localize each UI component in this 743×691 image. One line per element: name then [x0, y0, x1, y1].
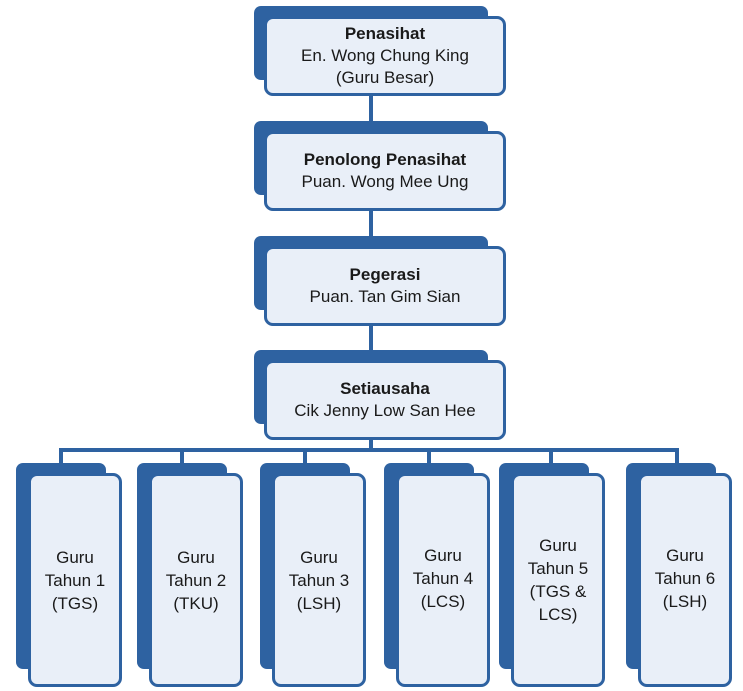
- leaf-text: Guru: [300, 547, 338, 567]
- leaf-text: Tahun 1: [44, 570, 106, 590]
- node-box: Pegerasi Puan. Tan Gim Sian: [264, 246, 506, 326]
- leaf-text: Guru: [177, 547, 215, 567]
- leaf-text: Guru: [666, 546, 704, 565]
- node-title: Penolong Penasihat: [303, 150, 467, 169]
- node-box: Penasihat En. Wong Chung King (Guru Besa…: [264, 16, 506, 96]
- leaf-text: Guru: [56, 547, 94, 567]
- node-box: Penolong Penasihat Puan. Wong Mee Ung: [264, 131, 506, 211]
- leaf-text: (LCS): [420, 592, 466, 611]
- leaf-text: Guru: [424, 546, 462, 565]
- node-subtitle: En. Wong Chung King: [301, 46, 469, 65]
- leaf-text: Tahun 5: [527, 559, 589, 578]
- leaf-text: (TKU): [173, 593, 219, 613]
- leaf-text: LCS): [538, 605, 578, 624]
- node-box: Setiausaha Cik Jenny Low San Hee: [264, 360, 506, 440]
- node-subtitle: Cik Jenny Low San Hee: [294, 401, 476, 420]
- node-subtitle: Puan. Tan Gim Sian: [309, 287, 461, 306]
- leaf-text: Tahun 4: [412, 569, 474, 588]
- leaf-text: (TGS &: [529, 582, 587, 601]
- node-title: Setiausaha: [340, 379, 430, 398]
- leaf-text: (LSH): [296, 593, 342, 613]
- leaf-box: Guru Tahun 2 (TKU): [149, 473, 243, 687]
- leaf-text: (LSH): [662, 592, 708, 611]
- leaf-text: Tahun 3: [288, 570, 350, 590]
- leaf-box: Guru Tahun 3 (LSH): [272, 473, 366, 687]
- leaf-box: Guru Tahun 5 (TGS & LCS): [511, 473, 605, 687]
- leaf-text: (TGS): [51, 593, 99, 613]
- leaf-box: Guru Tahun 4 (LCS): [396, 473, 490, 687]
- node-subtitle: (Guru Besar): [335, 68, 435, 87]
- leaf-box: Guru Tahun 1 (TGS): [28, 473, 122, 687]
- node-subtitle: Puan. Wong Mee Ung: [301, 172, 469, 191]
- leaf-text: Tahun 2: [165, 570, 227, 590]
- leaf-text: Tahun 6: [654, 569, 716, 588]
- leaf-text: Guru: [539, 536, 577, 555]
- node-title: Pegerasi: [349, 265, 421, 284]
- node-title: Penasihat: [344, 24, 426, 43]
- leaf-box: Guru Tahun 6 (LSH): [638, 473, 732, 687]
